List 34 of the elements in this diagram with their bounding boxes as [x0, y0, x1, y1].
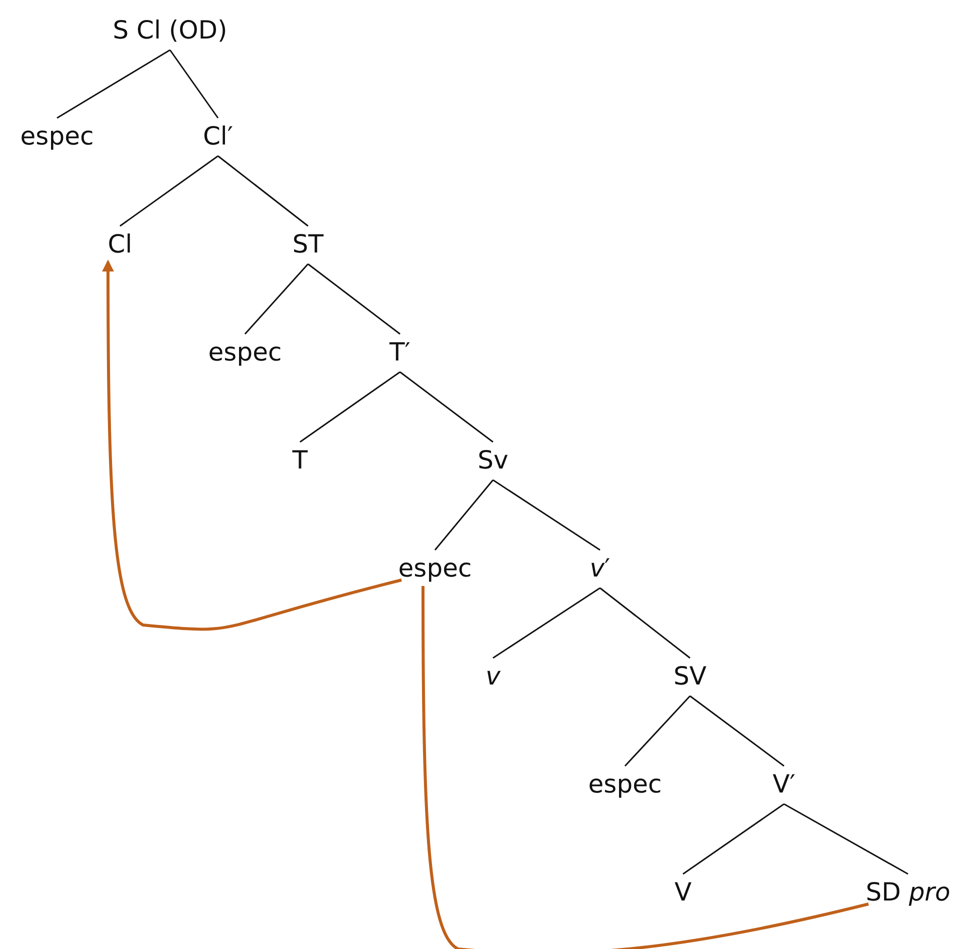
- tree-branch: [624, 696, 691, 766]
- tree-branch: [56, 49, 170, 119]
- tree-node-label: espec: [207, 338, 283, 366]
- tree-branch: [784, 803, 908, 875]
- tree-node-label: SD pro: [864, 878, 952, 906]
- tree-branch: [400, 371, 494, 443]
- tree-branch: [308, 263, 400, 335]
- tree-branch: [600, 587, 690, 659]
- tree-branch: [300, 371, 400, 443]
- tree-branch: [682, 803, 784, 875]
- tree-node-label: ST: [291, 230, 325, 258]
- tree-branch: [492, 587, 600, 659]
- tree-node-label: espec: [587, 770, 663, 798]
- tree-node-label: Cl: [106, 230, 134, 258]
- tree-branch: [244, 264, 309, 334]
- tree-node-label: T: [291, 446, 309, 474]
- tree-branch: [169, 50, 219, 118]
- movement-arrow: [102, 260, 402, 631]
- tree-branch: [218, 155, 308, 227]
- tree-node-label: T′: [388, 338, 412, 366]
- tree-node-label: espec: [19, 122, 95, 150]
- tree-node-label: V′: [772, 770, 796, 798]
- tree-node-label: Sv: [476, 446, 510, 474]
- tree-node-label: S Cl (OD): [112, 16, 228, 44]
- tree-node-label: espec: [397, 554, 473, 582]
- tree-node-label: v′: [588, 554, 612, 582]
- tree-node-label: v: [484, 662, 502, 690]
- tree-branch: [492, 479, 600, 551]
- tree-node-label: Cl′: [202, 122, 234, 150]
- tree-branch: [120, 155, 218, 227]
- tree-branch: [434, 480, 494, 550]
- tree-node-label: SV: [672, 662, 708, 690]
- tree-branch: [690, 695, 784, 767]
- tree-node-label: V: [673, 878, 693, 906]
